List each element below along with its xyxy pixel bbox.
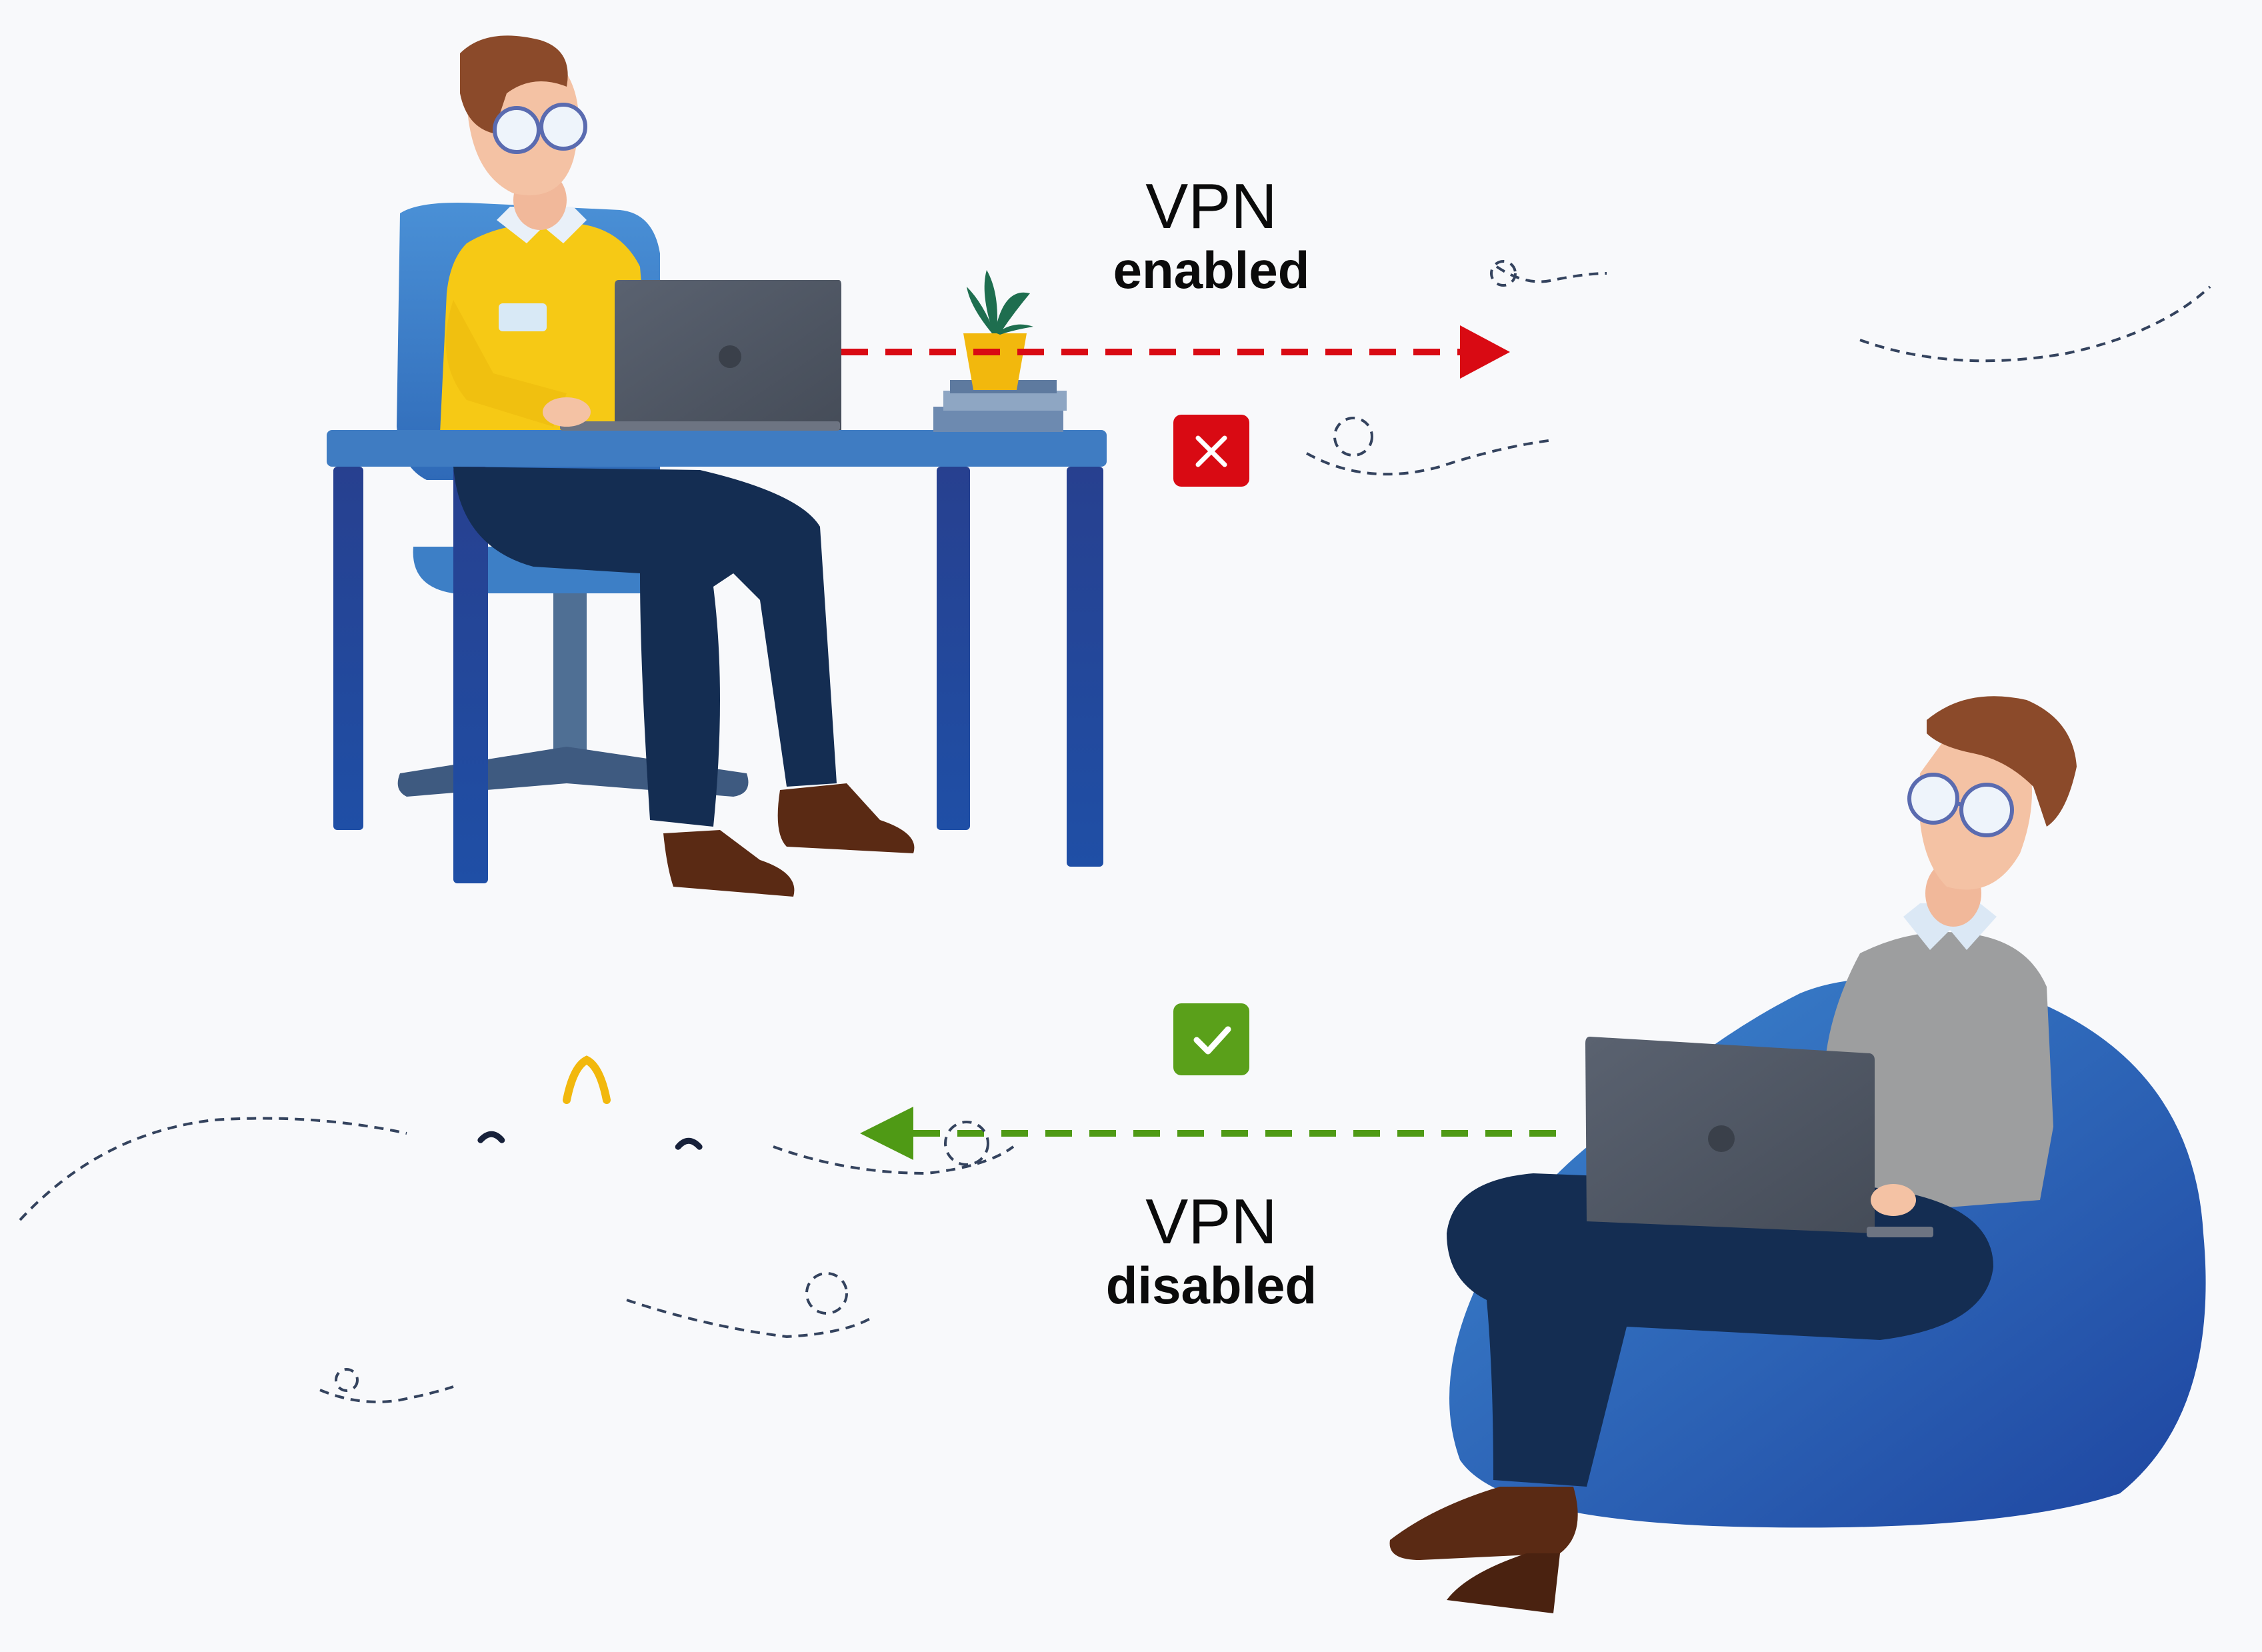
trail-top-small	[1495, 265, 1607, 283]
desk-laptop-base	[560, 421, 840, 431]
trail-top-mid	[1306, 439, 1554, 476]
book-2	[943, 391, 1067, 411]
allowed-traffic-arrow	[860, 1107, 1573, 1160]
trail-right-pair	[773, 1145, 1015, 1175]
bee-flight-trails	[19, 260, 2211, 1403]
vpn-enabled-line1: VPN	[1145, 171, 1277, 242]
desk-leg-1	[333, 467, 363, 830]
bee-pair-high-five	[477, 1055, 703, 1150]
worker-hand	[543, 397, 591, 427]
office-chair-stem	[553, 593, 587, 753]
red-arrowhead	[1460, 325, 1510, 379]
trail-small-2	[319, 1385, 454, 1403]
book-1	[933, 407, 1063, 432]
desk-top	[327, 430, 1107, 467]
worker-shoe-left	[663, 830, 795, 897]
plant-pot	[963, 333, 1027, 390]
beanbag-worker-torso	[1823, 932, 2053, 1213]
check-icon	[1193, 1026, 1231, 1055]
trail-top-big	[1859, 285, 2211, 363]
green-arrowhead	[860, 1107, 913, 1160]
beanbag-worker-hair	[1927, 696, 2077, 827]
desk-leg-4	[1067, 467, 1103, 867]
beanbag-worker-pants	[1447, 1173, 1993, 1487]
high-five-hands	[563, 1055, 611, 1104]
bee-right-happy	[675, 1141, 703, 1150]
worker-glasses	[493, 103, 587, 154]
desk-leg-3	[937, 467, 970, 830]
allowed-status-badge	[1173, 1003, 1249, 1075]
blocked-traffic-arrow	[841, 325, 1510, 379]
desk-leg-2	[453, 467, 488, 883]
vpn-disabled-line1: VPN	[1145, 1186, 1277, 1257]
vpn-enabled-label: VPN enabled	[1011, 171, 1411, 299]
blocked-status-badge	[1173, 415, 1249, 487]
office-worker-group	[327, 35, 1107, 897]
worker-badge	[499, 303, 547, 331]
worker-hair	[460, 35, 568, 134]
beanbag-worker-glasses	[1907, 773, 2014, 837]
worker-pants	[453, 467, 837, 827]
plant-leaves	[967, 270, 1033, 335]
trail-left	[19, 1117, 407, 1221]
beanbag-worker-shoe-2	[1447, 1553, 1560, 1613]
desk-laptop-logo	[719, 345, 741, 368]
close-icon	[1195, 435, 1227, 467]
beanbag-worker-group	[1389, 696, 2206, 1613]
worker-arm	[445, 300, 567, 427]
beanbag-worker-hand	[1871, 1184, 1916, 1216]
vpn-enabled-line2: enabled	[1113, 241, 1310, 299]
vpn-disabled-label: VPN disabled	[1011, 1186, 1411, 1315]
vpn-disabled-line2: disabled	[1105, 1256, 1317, 1315]
beanbag-laptop-logo	[1708, 1125, 1735, 1152]
beanbag-worker-shoe-1	[1389, 1487, 1578, 1560]
beanbag-laptop-base	[1867, 1227, 1933, 1237]
bee-left-happy	[477, 1134, 505, 1143]
trail-small-1	[626, 1299, 875, 1339]
worker-shoe-right	[777, 783, 915, 853]
